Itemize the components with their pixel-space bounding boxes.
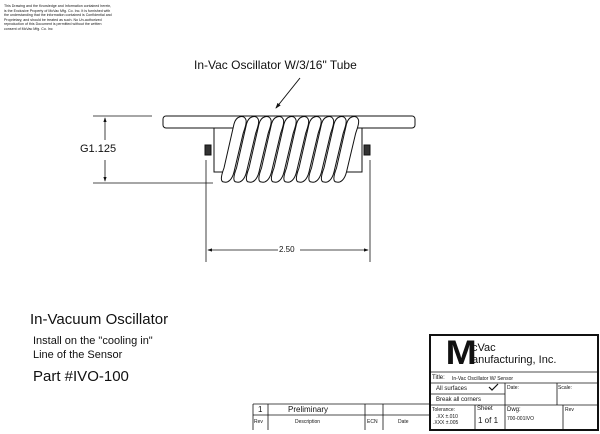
company-name-2: anufacturing, Inc. <box>472 354 557 366</box>
header-rev: Rev <box>254 419 263 425</box>
part-number: Part #IVO-100 <box>33 368 129 385</box>
coil-turn <box>320 116 347 183</box>
sheet-label: Sheet <box>477 406 493 412</box>
coil-turn <box>233 116 260 183</box>
coil-turn <box>295 116 322 183</box>
scale-label: Scale: <box>558 385 572 391</box>
coil-turn <box>258 116 285 183</box>
callout-label: In-Vac Oscillator W/3/16" Tube <box>194 58 357 72</box>
date-label: Date: <box>507 385 519 391</box>
title-value: In-Vac Oscillator W/ Sensor <box>452 376 514 382</box>
coil-turn <box>220 116 247 183</box>
coil-turn <box>333 116 360 183</box>
coil-turn <box>270 116 297 183</box>
revision-description: Preliminary <box>288 405 329 414</box>
notes-line-2: Line of the Sensor <box>33 349 123 361</box>
surfaces-note: All surfaces <box>436 386 468 392</box>
confidentiality-notice: This Drawing and the Knowledge and Infor… <box>4 4 112 31</box>
check-icon <box>488 383 499 391</box>
height-dimension: G1.125 <box>80 143 117 155</box>
company-logo: M <box>445 334 477 372</box>
tolerance-xx: .XX ±.010 <box>436 414 458 420</box>
right-fitting <box>363 144 371 156</box>
header-date: Date <box>398 419 409 425</box>
tolerance-label: Tolerance: <box>432 407 456 413</box>
dwg-label: Dwg: <box>507 407 521 413</box>
coil-turn <box>245 116 272 183</box>
corners-note: Break all corners <box>436 397 482 403</box>
title-label: Title: <box>432 375 445 381</box>
revision-number: 1 <box>258 405 263 414</box>
company-name-1: cVac <box>472 342 496 354</box>
tolerance-xxx: .XXX ±.005 <box>433 420 459 426</box>
header-ecn: ECN <box>367 419 378 425</box>
dwg-value: 700-001IVO <box>507 416 534 422</box>
header-description: Description <box>295 419 321 425</box>
notes-heading: In-Vacuum Oscillator <box>30 311 169 328</box>
callout-leader <box>275 77 301 109</box>
coil-turn <box>308 116 335 183</box>
coil <box>220 116 360 183</box>
left-fitting <box>204 144 212 156</box>
rev-label: Rev <box>565 407 574 413</box>
sheet-value: 1 of 1 <box>478 416 499 425</box>
notes-line-1: Install on the "cooling in" <box>33 335 153 347</box>
width-dimension: 2.50 <box>279 245 295 254</box>
coil-turn <box>283 116 310 183</box>
